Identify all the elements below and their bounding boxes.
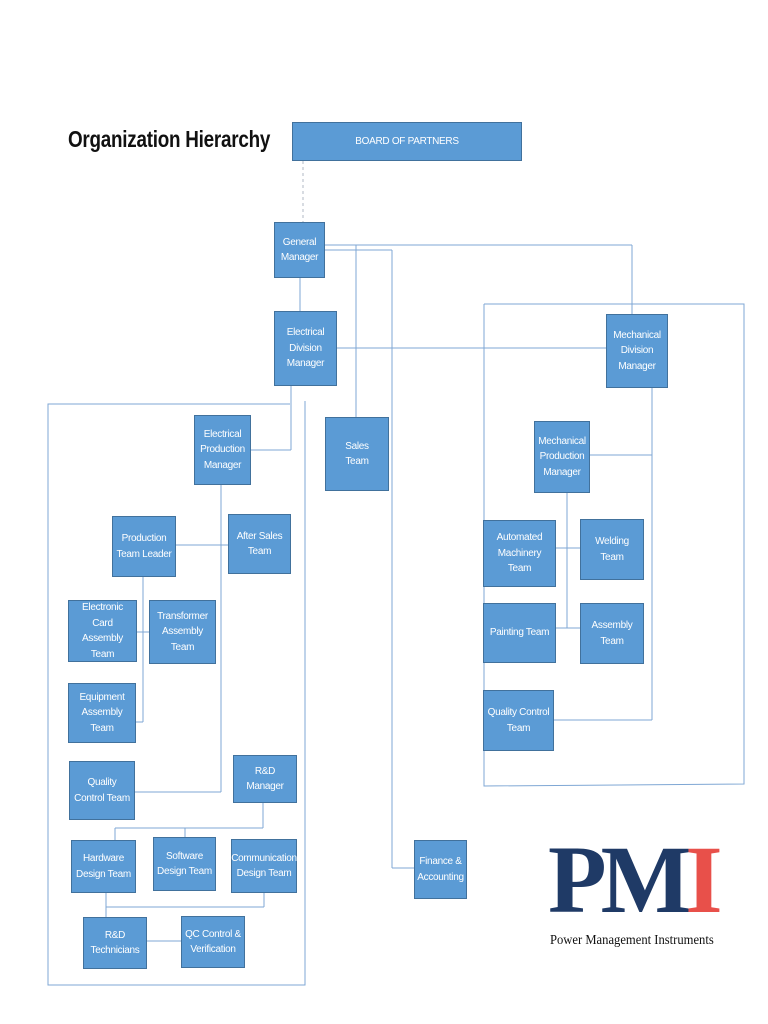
- rd-manager-box: R&D Manager: [233, 755, 297, 803]
- electrical-division-manager-box: Electrical Division Manager: [274, 311, 337, 386]
- after-sales-team-box: After Sales Team: [228, 514, 291, 574]
- production-team-leader-box: Production Team Leader: [112, 516, 176, 577]
- board-of-partners-box: BOARD OF PARTNERS: [292, 122, 522, 161]
- pmi-logo-pm: PM: [548, 826, 691, 933]
- electrical-production-manager-box: Electrical Production Manager: [194, 415, 251, 485]
- hardware-design-team-box: Hardware Design Team: [71, 840, 136, 893]
- mechanical-assembly-team-box: Assembly Team: [580, 603, 644, 664]
- mechanical-production-manager-box: Mechanical Production Manager: [534, 421, 590, 493]
- qc-control-verification-box: QC Control & Verification: [181, 916, 245, 968]
- software-design-team-box: Software Design Team: [153, 837, 216, 891]
- transformer-assembly-team-box: Transformer Assembly Team: [149, 600, 216, 664]
- mechanical-division-manager-box: Mechanical Division Manager: [606, 314, 668, 388]
- painting-team-box: Painting Team: [483, 603, 556, 663]
- pmi-logo-i: I: [685, 826, 722, 933]
- pmi-logo-tagline: Power Management Instruments: [550, 933, 714, 948]
- electrical-quality-control-team-box: Quality Control Team: [69, 761, 135, 820]
- page-title: Organization Hierarchy: [68, 126, 271, 152]
- sales-team-box: Sales Team: [325, 417, 389, 491]
- pmi-logo-letters: PMI: [548, 830, 723, 930]
- welding-team-box: Welding Team: [580, 519, 644, 580]
- communication-design-team-box: Communication Design Team: [231, 839, 297, 893]
- mechanical-quality-control-team-box: Quality Control Team: [483, 690, 554, 751]
- general-manager-box: General Manager: [274, 222, 325, 278]
- automated-machinery-team-box: Automated Machinery Team: [483, 520, 556, 587]
- rd-technicians-box: R&D Technicians: [83, 917, 147, 969]
- finance-accounting-box: Finance & Accounting: [414, 840, 467, 899]
- pmi-logo: PMI Power Management Instruments: [548, 830, 723, 954]
- electronic-card-assembly-team-box: Electronic Card Assembly Team: [68, 600, 137, 662]
- equipment-assembly-team-box: Equipment Assembly Team: [68, 683, 136, 743]
